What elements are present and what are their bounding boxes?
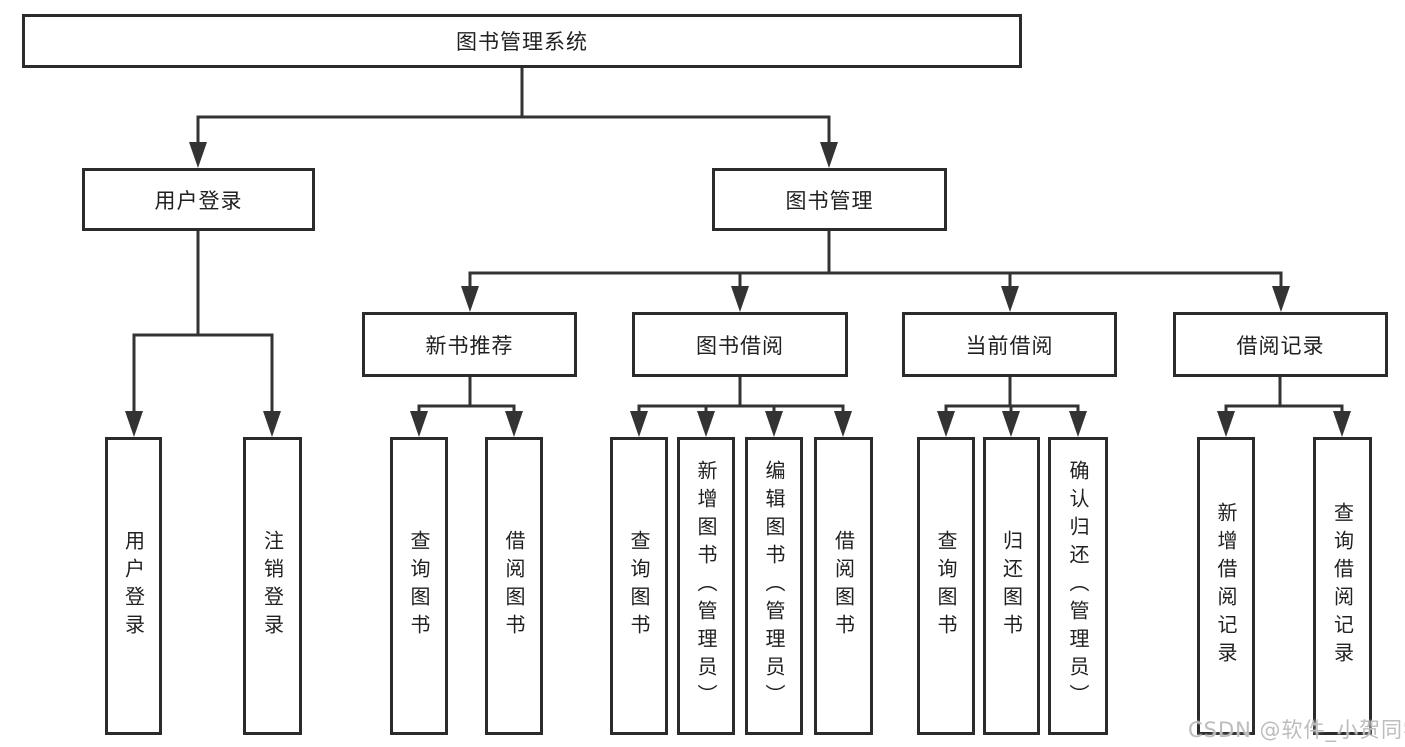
- leaf-query-books-recommend: 查询图书: [390, 437, 448, 735]
- leaf-user-login: 用户登录: [105, 437, 162, 735]
- leaf-user-login-label: 用户登录: [121, 530, 146, 642]
- leaf-query-books-current: 查询图书: [917, 437, 975, 735]
- leaf-add-borrow-record-label: 新增借阅记录: [1214, 502, 1238, 670]
- leaf-return-books: 归还图书: [983, 437, 1040, 735]
- arrowheads: [125, 142, 1351, 437]
- node-book-borrowing: 图书借阅: [632, 312, 848, 377]
- leaf-edit-books-admin: 编辑图书（管理员）: [745, 437, 803, 735]
- leaf-logout-label: 注销登录: [260, 530, 285, 642]
- leaf-confirm-return-admin-label: 确认归还（管理员）: [1066, 460, 1090, 712]
- leaf-query-borrow-record-label: 查询借阅记录: [1330, 502, 1355, 670]
- leaf-query-books-borrowing-label: 查询图书: [627, 530, 651, 642]
- node-new-book-recommend: 新书推荐: [362, 312, 577, 377]
- node-current-borrowing: 当前借阅: [902, 312, 1117, 377]
- leaf-add-books-admin-label: 新增图书（管理员）: [694, 460, 718, 712]
- leaf-logout: 注销登录: [243, 437, 302, 735]
- node-borrowing-records: 借阅记录: [1173, 312, 1388, 377]
- leaf-confirm-return-admin: 确认归还（管理员）: [1048, 437, 1108, 735]
- leaf-borrow-books-borrowing: 借阅图书: [814, 437, 873, 735]
- leaf-add-books-admin: 新增图书（管理员）: [677, 437, 735, 735]
- leaf-query-books-borrowing: 查询图书: [610, 437, 668, 735]
- node-library-system: 图书管理系统: [22, 14, 1022, 68]
- leaf-query-books-recommend-label: 查询图书: [407, 530, 431, 642]
- leaf-query-borrow-record: 查询借阅记录: [1313, 437, 1372, 735]
- watermark: CSDN @软件_小贺同学: [1188, 718, 1405, 742]
- leaf-return-books-label: 归还图书: [999, 530, 1024, 642]
- node-user-login: 用户登录: [82, 168, 315, 231]
- leaf-borrow-books-recommend: 借阅图书: [485, 437, 543, 735]
- leaf-edit-books-admin-label: 编辑图书（管理员）: [762, 460, 786, 712]
- node-book-management: 图书管理: [712, 168, 947, 231]
- leaf-query-books-current-label: 查询图书: [934, 530, 958, 642]
- leaf-add-borrow-record: 新增借阅记录: [1197, 437, 1255, 735]
- leaf-borrow-books-borrowing-label: 借阅图书: [831, 530, 856, 642]
- leaf-borrow-books-recommend-label: 借阅图书: [502, 530, 526, 642]
